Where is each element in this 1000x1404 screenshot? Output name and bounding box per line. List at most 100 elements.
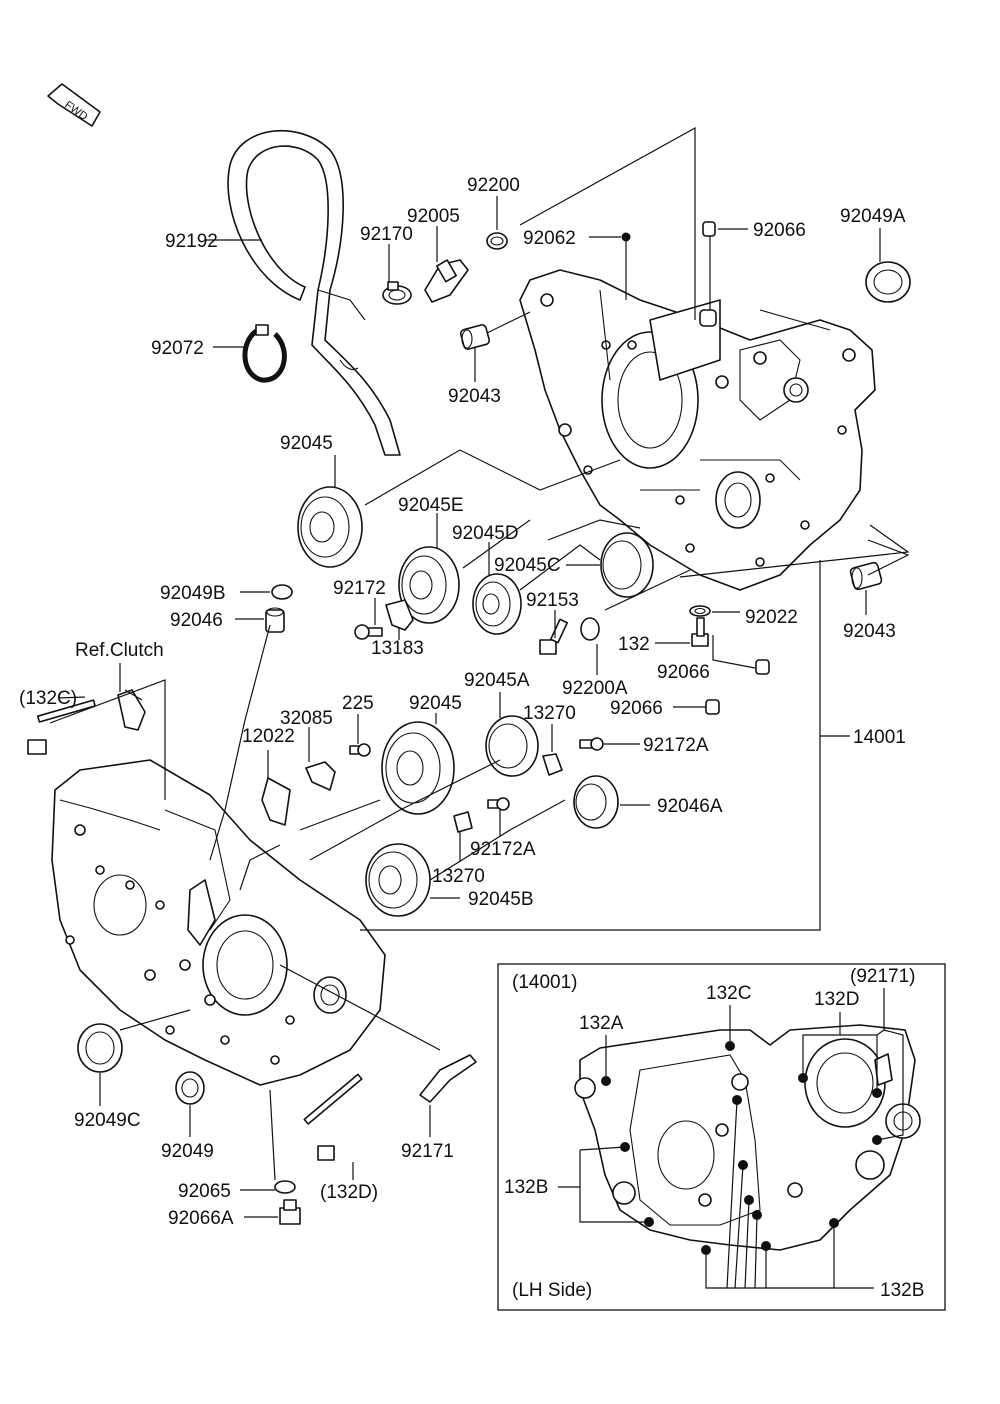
label-92045-mid: 92045: [409, 693, 462, 714]
label-92172-top: 92172: [333, 578, 386, 599]
label-92192: 92192: [165, 231, 218, 252]
dowel-92043-right: [849, 561, 883, 591]
label-92153: 92153: [526, 590, 579, 611]
label-92045-top: 92045: [280, 433, 333, 454]
label-92066A: 92066A: [168, 1208, 234, 1229]
leader-lines: [49, 126, 910, 1218]
dowel-92066-mid: [755, 659, 770, 675]
clamp-92171: [419, 1054, 477, 1103]
label-92170: 92170: [360, 224, 413, 245]
label-132: 132: [618, 634, 650, 655]
label-32085: 32085: [280, 708, 333, 729]
dowel-92066-low: [705, 699, 720, 715]
screw-225: [349, 743, 371, 757]
label-92045E: 92045E: [398, 495, 464, 516]
inset-lh-side: (14001) 132C (92171) 132D 132A 132B 132B…: [497, 963, 946, 1311]
right-crankcase-half: [519, 269, 876, 591]
inset-label-132B-bottom: 132B: [880, 1280, 924, 1301]
plate-12022: [261, 777, 291, 826]
pin-92062: [621, 232, 631, 242]
label-92045A: 92045A: [464, 670, 530, 691]
washer-92022: [689, 605, 711, 617]
bearing-92045C: [600, 532, 654, 598]
needle-bearing-92046A: [573, 775, 619, 829]
bracket-32085: [305, 761, 336, 791]
oil-seal-92049A: [865, 261, 911, 303]
clutch-bracket: [117, 689, 146, 731]
label-92200A: 92200A: [562, 678, 628, 699]
bearing-92045D: [472, 573, 522, 635]
bolt-132: [691, 617, 709, 647]
inset-label-132B-left: 132B: [504, 1177, 548, 1198]
bearing-92045A: [485, 715, 539, 777]
plate-13270-low: [453, 811, 473, 833]
label-13270-top: 13270: [523, 703, 576, 724]
label-92172A-low: 92172A: [470, 839, 536, 860]
left-crankcase-half: [51, 759, 386, 1086]
drain-plug-92066A: [279, 1199, 301, 1225]
label-92200: 92200: [467, 175, 520, 196]
bolt-132C: [27, 699, 96, 755]
inset-label-132D: 132D: [814, 989, 859, 1010]
screw-92172A-low: [487, 797, 510, 811]
bolt-92153: [539, 618, 569, 655]
label-92171: 92171: [401, 1141, 454, 1162]
plate-13183: [385, 599, 414, 631]
bearing-92045-top: [297, 486, 363, 568]
breather-hose: [227, 129, 401, 456]
label-12022: 12022: [242, 726, 295, 747]
screw-92172-top: [354, 624, 383, 640]
bearing-92045-mid: [381, 721, 455, 815]
label-92043-top: 92043: [448, 386, 501, 407]
label-92045B: 92045B: [468, 889, 534, 910]
label-13270-low: 13270: [432, 866, 485, 887]
label-92046: 92046: [170, 610, 223, 631]
label-92049: 92049: [161, 1141, 214, 1162]
inset-bolt-holes: [601, 1041, 882, 1255]
label-92045D: 92045D: [452, 523, 519, 544]
oil-seal-92049: [175, 1071, 205, 1105]
inset-label-132C: 132C: [706, 983, 751, 1004]
label-13183: 13183: [371, 638, 424, 659]
hose-clamp-92072: [242, 324, 287, 383]
clip-92170: [382, 281, 412, 305]
label-92022: 92022: [745, 607, 798, 628]
label-92049A: 92049A: [840, 206, 906, 227]
label-92066-low: 92066: [610, 698, 663, 719]
label-92045C: 92045C: [494, 555, 561, 576]
label-92065: 92065: [178, 1181, 231, 1202]
bearing-92045B: [365, 843, 431, 917]
bolt-132D: [303, 1073, 363, 1161]
label-ref-clutch: Ref.Clutch: [75, 640, 164, 661]
washer-92065: [274, 1180, 296, 1194]
inset-side-label: (LH Side): [512, 1280, 592, 1301]
dowel-92043-top: [459, 324, 491, 350]
inset-label-92171: (92171): [850, 966, 916, 987]
label-92043-right: 92043: [843, 621, 896, 642]
part-labels: 92200 92005 92170 92192 92072 92062 9206…: [19, 175, 906, 1229]
washer-92200A: [580, 617, 600, 641]
label-92066-top: 92066: [753, 220, 806, 241]
label-132C-left: (132C): [19, 688, 77, 709]
plate-13270-top: [542, 753, 563, 776]
washer-92049B: [271, 584, 293, 600]
label-92049C: 92049C: [74, 1110, 141, 1131]
fwd-arrow-icon: FWD: [47, 83, 101, 127]
collar-92046: [265, 607, 285, 633]
label-92062: 92062: [523, 228, 576, 249]
inset-leader-lines: [558, 988, 904, 1289]
label-92066-mid: 92066: [657, 662, 710, 683]
label-92005: 92005: [407, 206, 460, 227]
inset-title: (14001): [512, 972, 578, 993]
breather-fitting-92005: [424, 259, 469, 303]
label-92072: 92072: [151, 338, 204, 359]
washer-92200: [486, 232, 508, 250]
label-132D-paren: (132D): [320, 1182, 378, 1203]
label-92172A-top: 92172A: [643, 735, 709, 756]
label-14001: 14001: [853, 727, 906, 748]
label-225: 225: [342, 693, 374, 714]
bearing-92045E: [398, 546, 460, 624]
dowel-92066-top: [702, 221, 716, 237]
label-92049B: 92049B: [160, 583, 226, 604]
